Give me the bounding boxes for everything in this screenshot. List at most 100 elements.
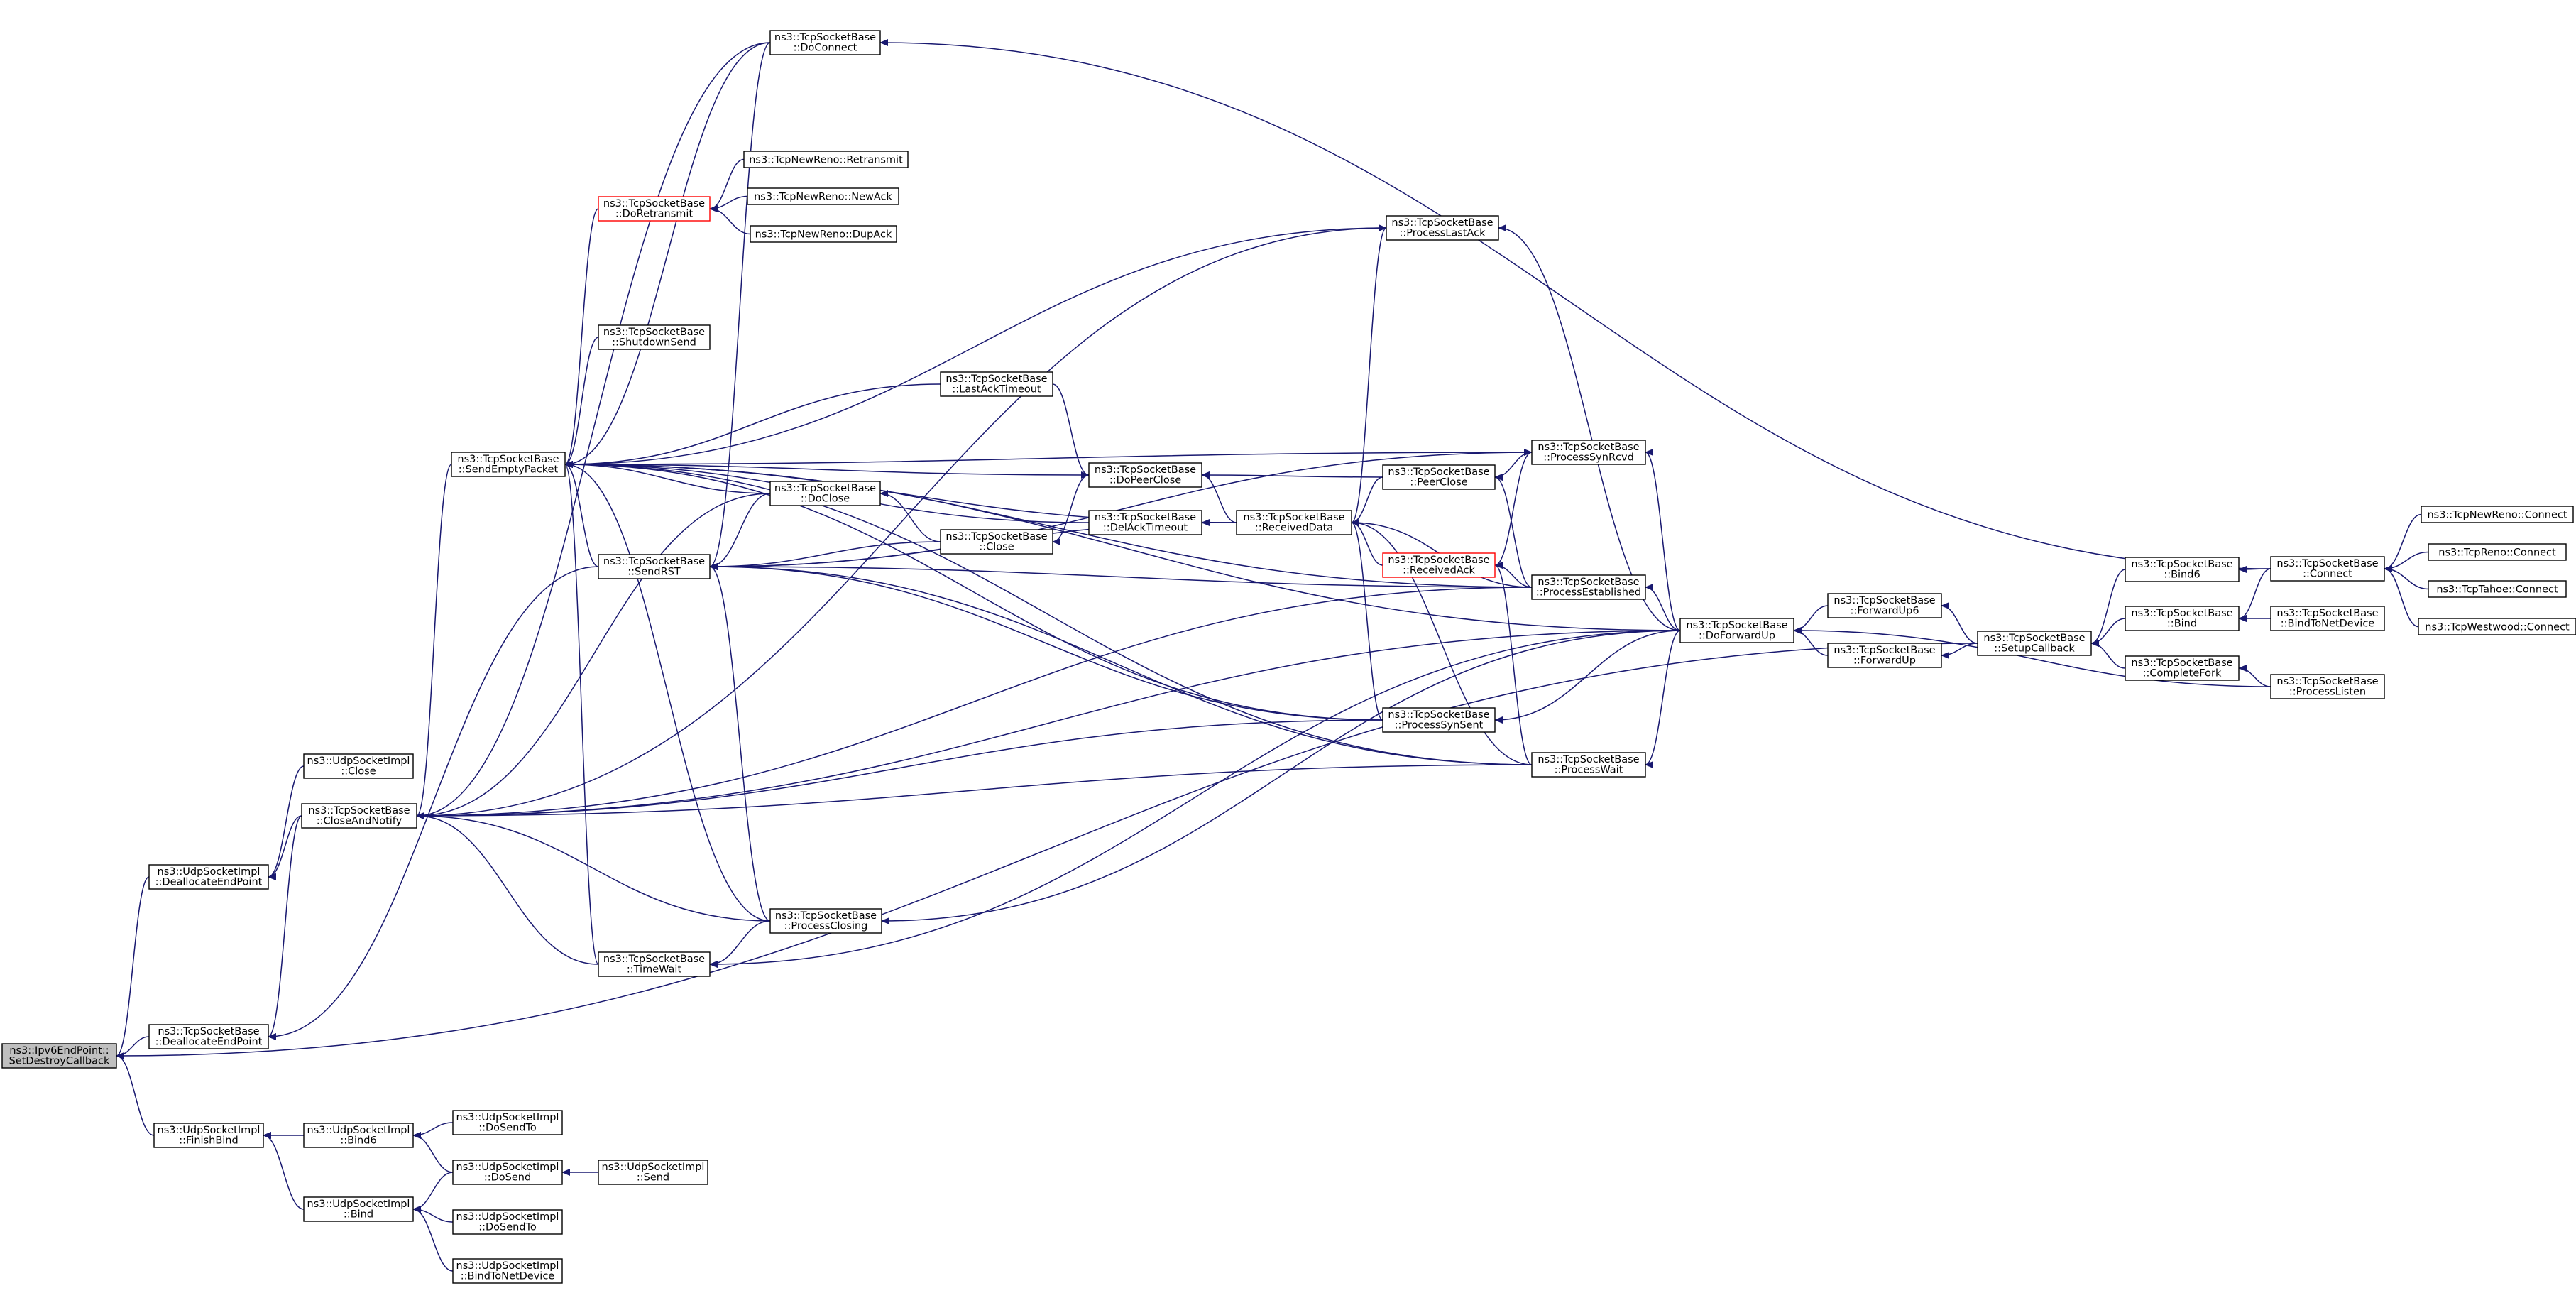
node-label-line: ::DeallocateEndPoint [155, 1037, 263, 1048]
edge-processestablished-to-peerclose [1494, 474, 1533, 588]
edge-newreno-dupack-to-doretransmit [709, 205, 751, 235]
node-label-line: ns3::TcpSocketBase [1538, 577, 1639, 588]
node-westwood-connect[interactable]: ns3::TcpWestwood::Connect [2418, 618, 2576, 635]
node-udp-bind6[interactable]: ns3::UdpSocketImpl::Bind6 [303, 1123, 414, 1148]
node-box [769, 30, 881, 55]
node-processsynsent[interactable]: ns3::TcpSocketBase::ProcessSynSent [1382, 707, 1496, 733]
node-box [743, 151, 909, 168]
node-udp-send[interactable]: ns3::UdpSocketImpl::Send [598, 1160, 708, 1185]
node-processwait[interactable]: ns3::TcpSocketBase::ProcessWait [1531, 752, 1646, 778]
node-processlastack[interactable]: ns3::TcpSocketBase::ProcessLastAck [1386, 215, 1499, 241]
node-processsynrcvd[interactable]: ns3::TcpSocketBase::ProcessSynRcvd [1531, 440, 1646, 465]
node-processclosing[interactable]: ns3::TcpSocketBase::ProcessClosing [769, 908, 882, 934]
node-box [2421, 506, 2574, 523]
node-label-line: ::SetupCallback [1994, 643, 2075, 655]
node-label-line: ns3::TcpReno::Connect [2438, 547, 2556, 559]
node-forwardup6[interactable]: ns3::TcpSocketBase::ForwardUp6 [1827, 593, 1942, 618]
node-tahoe-connect[interactable]: ns3::TcpTahoe::Connect [2428, 580, 2567, 598]
node-receiveddata[interactable]: ns3::TcpSocketBase::ReceivedData [1236, 510, 1352, 535]
node-delacktimeout[interactable]: ns3::TcpSocketBase::DelAckTimeout [1088, 510, 1202, 535]
node-label-line: ns3::TcpSocketBase [2276, 558, 2378, 569]
edge-processclosing-to-send-empty [564, 461, 771, 922]
edge-doforwardup-to-send-empty [564, 461, 1681, 631]
edge-receiveddata-to-dopeerclose [1201, 471, 1237, 523]
node-label-line: ns3::TcpSocketBase [946, 373, 1047, 385]
node-label-line: ns3::TcpSocketBase [603, 954, 705, 965]
node-label-line: ns3::TcpNewReno::Retransmit [749, 155, 903, 166]
node-peerclose[interactable]: ns3::TcpSocketBase::PeerClose [1382, 464, 1496, 490]
node-label-line: ::FinishBind [179, 1135, 238, 1147]
edge-lastacktimeout-to-dopeerclose [1052, 383, 1090, 479]
node-label-line: ns3::TcpNewReno::DupAck [755, 229, 892, 241]
node-forwardup[interactable]: ns3::TcpSocketBase::ForwardUp [1827, 643, 1942, 668]
node-box [303, 1123, 414, 1148]
edge-dopeerclose-to-send-empty [564, 461, 1090, 476]
edge-processlisten-to-completefork [2238, 665, 2271, 687]
edge-doclose-to-close-notify [416, 493, 771, 819]
node-udp-dosendto1[interactable]: ns3::UdpSocketImpl::DoSendTo [452, 1110, 563, 1135]
edge-udp-bindnetdev-to-udp-bind [412, 1206, 454, 1272]
node-timewait[interactable]: ns3::TcpSocketBase::TimeWait [598, 951, 711, 977]
node-send-empty[interactable]: ns3::TcpSocketBase::SendEmptyPacket [451, 452, 566, 477]
node-label-line: ::ProcessWait [1555, 765, 1623, 776]
node-completefork[interactable]: ns3::TcpSocketBase::CompleteFork [2125, 655, 2240, 681]
node-dopeerclose[interactable]: ns3::TcpSocketBase::DoPeerClose [1088, 462, 1202, 488]
node-udp-finishbind[interactable]: ns3::UdpSocketImpl::FinishBind [153, 1123, 264, 1148]
node-label-line: ns3::TcpSocketBase [1834, 645, 1935, 656]
node-newreno-dupack[interactable]: ns3::TcpNewReno::DupAck [750, 225, 897, 243]
node-setupcallback[interactable]: ns3::TcpSocketBase::SetupCallback [1977, 631, 2092, 656]
node-doclose[interactable]: ns3::TcpSocketBase::DoClose [769, 481, 881, 506]
node-tcp-dealloc[interactable]: ns3::TcpSocketBase::DeallocateEndPoint [148, 1024, 269, 1049]
node-reno-connect[interactable]: ns3::TcpReno::Connect [2428, 543, 2567, 561]
edge-processsynrcvd-to-send-empty [564, 452, 1533, 468]
node-doconnect[interactable]: ns3::TcpSocketBase::DoConnect [769, 30, 881, 55]
node-box [598, 1160, 708, 1185]
node-tcp-bindnetdev[interactable]: ns3::TcpSocketBase::BindToNetDevice [2270, 606, 2385, 631]
node-udp-bindnetdev[interactable]: ns3::UdpSocketImpl::BindToNetDevice [452, 1258, 563, 1284]
edge-udp-dealloc-to-root [116, 876, 150, 1059]
node-doretransmit[interactable]: ns3::TcpSocketBase::DoRetransmit [598, 196, 711, 222]
node-newreno-connect[interactable]: ns3::TcpNewReno::Connect [2421, 506, 2574, 523]
node-tcp-bind6[interactable]: ns3::TcpSocketBase::Bind6 [2125, 557, 2240, 582]
node-sendrst[interactable]: ns3::TcpSocketBase::SendRST [598, 554, 711, 579]
node-doforwardup[interactable]: ns3::TcpSocketBase::DoForwardUp [1679, 618, 1794, 643]
edge-processwait-to-sendrst [709, 563, 1533, 765]
node-label-line: ::DeallocateEndPoint [155, 877, 263, 888]
node-udp-dealloc[interactable]: ns3::UdpSocketImpl::DeallocateEndPoint [148, 864, 269, 890]
edge-processwait-to-close-notify [416, 764, 1533, 819]
node-label-line: ns3::TcpSocketBase [2131, 658, 2232, 669]
edge-close-notify-to-udp-dealloc [268, 815, 302, 880]
node-label-line: ns3::TcpSocketBase [1095, 464, 1196, 476]
node-box [2418, 618, 2576, 635]
node-udp-bind[interactable]: ns3::UdpSocketImpl::Bind [303, 1196, 414, 1222]
node-box [1679, 618, 1794, 643]
node-box [1386, 215, 1499, 241]
edge-layer [116, 39, 2429, 1272]
node-processlisten[interactable]: ns3::TcpSocketBase::ProcessListen [2270, 674, 2385, 699]
node-box [940, 529, 1053, 555]
node-newreno-retransmit[interactable]: ns3::TcpNewReno::Retransmit [743, 151, 909, 168]
edge-doconnect-to-close-notify [416, 42, 771, 819]
node-tcp-bind[interactable]: ns3::TcpSocketBase::Bind [2125, 606, 2240, 631]
node-root[interactable]: ns3::Ipv6EndPoint::SetDestroyCallback [1, 1043, 117, 1069]
node-label-line: ::ForwardUp [1853, 655, 1916, 667]
node-close-notify[interactable]: ns3::TcpSocketBase::CloseAndNotify [301, 803, 417, 829]
node-lastacktimeout[interactable]: ns3::TcpSocketBase::LastAckTimeout [940, 371, 1053, 397]
node-udp-close[interactable]: ns3::UdpSocketImpl::Close [303, 753, 414, 779]
node-label-line: ns3::TcpSocketBase [603, 198, 705, 209]
node-box [1, 1043, 117, 1069]
node-label-line: ::ProcessSynRcvd [1543, 452, 1634, 464]
node-udp-dosend[interactable]: ns3::UdpSocketImpl::DoSend [452, 1160, 563, 1185]
node-udp-dosendto2[interactable]: ns3::UdpSocketImpl::DoSendTo [452, 1209, 563, 1235]
node-shutdownsend[interactable]: ns3::TcpSocketBase::ShutdownSend [598, 324, 711, 350]
edge-processsynsent-to-send-empty [564, 461, 1383, 721]
node-receivedack[interactable]: ns3::TcpSocketBase::ReceivedAck [1382, 552, 1496, 578]
edge-doconnect-to-send-empty [564, 42, 771, 468]
node-newreno-newack[interactable]: ns3::TcpNewReno::NewAck [747, 187, 899, 205]
node-processestablished[interactable]: ns3::TcpSocketBase::ProcessEstablished [1531, 574, 1646, 600]
edge-setupcallback-to-root [116, 643, 1978, 1059]
node-tcp-connect[interactable]: ns3::TcpSocketBase::Connect [2270, 556, 2385, 582]
node-tcp-close[interactable]: ns3::TcpSocketBase::Close [940, 529, 1053, 555]
node-label-line: ::ReceivedAck [1403, 565, 1475, 577]
edge-newreno-retransmit-to-doretransmit [709, 158, 745, 212]
